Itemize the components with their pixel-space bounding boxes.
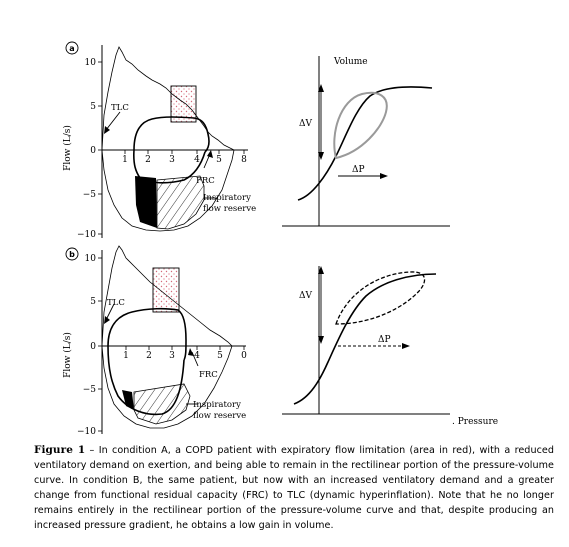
flow-axis-label: Flow (L/s): [62, 332, 73, 378]
flow-limitation-area: [152, 267, 180, 313]
dv-label: ΔV: [299, 119, 312, 129]
max-flow-volume-envelope: [101, 245, 233, 429]
inspiratory-flow-reserve-hatch: [133, 383, 191, 425]
figure-caption: Figure 1 – In condition A, a COPD patien…: [34, 443, 554, 533]
tlc-pointer: [105, 303, 115, 321]
dp-label: ΔP: [378, 335, 391, 345]
pv-curve-a: [297, 86, 433, 201]
panel-b-y-ticks: [98, 257, 102, 432]
dv-arrowhead-top: [318, 84, 324, 92]
y-tick-label: −5: [83, 385, 97, 395]
inspiratory-reserve-label-line2: flow reserve: [203, 204, 256, 214]
x-tick-label: 4: [194, 351, 200, 361]
y-tick-label: −10: [77, 230, 96, 240]
figure-1: a 10 5 0 −5 −10 Flow (L/s) 1 2 3 4 5 8: [62, 41, 498, 437]
inspiratory-reserve-label-line2: flow reserve: [193, 411, 246, 421]
panel-a-letter: a: [69, 44, 74, 53]
tlc-pointer: [105, 111, 121, 131]
dp-label: ΔP: [352, 165, 365, 175]
tlc-label: TLC: [111, 103, 129, 113]
pv-volume-label: Volume: [333, 57, 368, 67]
x-tick-label: 4: [194, 155, 200, 165]
panel-a-flow-volume: a 10 5 0 −5 −10 Flow (L/s) 1 2 3 4 5 8: [62, 41, 256, 240]
flow-axis-label: Flow (L/s): [62, 125, 73, 171]
y-tick-label: −10: [77, 427, 96, 437]
panel-a-letter-circle: [65, 41, 79, 55]
x-tick-label: 2: [146, 351, 152, 361]
pv-loop-a: [333, 91, 388, 160]
x-tick-label: 3: [169, 351, 175, 361]
inspiratory-black-area: [122, 390, 134, 410]
tlc-label: TLC: [107, 298, 125, 308]
x-tick-label: 0: [241, 351, 247, 361]
dv-label: ΔV: [299, 291, 312, 301]
caption-figure-label: Figure 1: [34, 444, 86, 456]
inspiratory-reserve-label-line1: Inspiratory: [193, 400, 241, 410]
y-tick-label: 5: [90, 102, 96, 112]
y-tick-label: 10: [85, 254, 97, 264]
x-tick-label: 1: [123, 351, 129, 361]
panel-a-x-ticks: [124, 150, 245, 154]
frc-label: FRC: [196, 176, 215, 186]
frc-arrowhead: [207, 150, 213, 158]
panel-b-letter-circle: [65, 247, 79, 261]
dp-arrowhead: [380, 173, 388, 179]
panel-a-y-ticks: [98, 61, 102, 235]
pv-loop-b: [335, 271, 426, 325]
panel-b-pressure-volume: ΔV ΔP . Pressure: [282, 266, 498, 427]
y-tick-label: 0: [90, 342, 96, 352]
y-tick-label: 10: [85, 58, 97, 68]
panel-a-pressure-volume: Volume ΔV ΔP: [282, 56, 450, 227]
inspiratory-reserve-label-line1: Inspiratory: [203, 193, 251, 203]
panel-b-letter: b: [69, 250, 75, 259]
pv-curve-b: [293, 273, 437, 405]
y-tick-label: 0: [90, 146, 96, 156]
tlc-arrowhead: [104, 126, 110, 134]
x-tick-label: 5: [216, 155, 222, 165]
flow-limitation-area: [170, 85, 197, 123]
y-tick-label: 5: [90, 297, 96, 307]
x-tick-label: 5: [217, 351, 223, 361]
x-tick-label: 8: [241, 155, 247, 165]
pressure-label: . Pressure: [452, 417, 498, 427]
frc-arrowhead: [188, 348, 194, 356]
panel-b-flow-volume: b 10 5 0 −5 −10 Flow (L/s) 1 2 3 4 5 0: [62, 245, 247, 437]
panel-b-x-ticks: [125, 346, 245, 350]
y-tick-label: −5: [83, 190, 97, 200]
dv-arrowhead-bottom: [318, 336, 324, 344]
tlc-arrowhead: [104, 316, 110, 324]
caption-text: – In condition A, a COPD patient with ex…: [34, 445, 554, 531]
frc-label: FRC: [199, 370, 218, 380]
dv-arrowhead-top: [318, 266, 324, 274]
x-tick-label: 2: [145, 155, 151, 165]
dp-arrowhead: [402, 343, 410, 349]
inspiratory-flow-reserve-hatch: [156, 175, 205, 230]
x-tick-label: 1: [122, 155, 128, 165]
dv-arrowhead-bottom: [318, 152, 324, 160]
x-tick-label: 3: [169, 155, 175, 165]
inspiratory-black-area: [135, 176, 157, 228]
max-flow-volume-envelope: [101, 46, 235, 232]
